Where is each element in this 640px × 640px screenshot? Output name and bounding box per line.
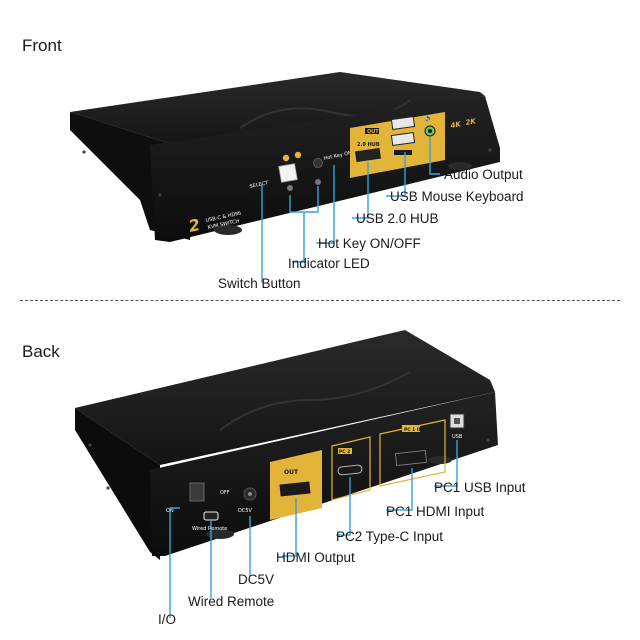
label-pc2-typec: PC2 Type-C Input [336, 529, 444, 544]
speaker-icon: 🔈 [425, 115, 432, 122]
label-switch-button: Switch Button [218, 276, 301, 291]
label-indicator-led: Indicator LED [288, 256, 370, 271]
pc2-led-number [294, 151, 302, 159]
out-tag [365, 128, 379, 134]
leader-pc2-typec [336, 477, 351, 536]
screw-hole [106, 486, 110, 490]
back-device: ON OFF Wired Remote DC5V OUT PC 2 IN PC … [75, 330, 498, 560]
switch-button-shape [278, 163, 298, 183]
screw-hole [158, 193, 162, 197]
back-left-side [75, 408, 160, 560]
leader-hotkey [316, 165, 335, 244]
leader-led [292, 212, 305, 263]
pc2-panel [331, 436, 371, 501]
screw-hole [486, 438, 490, 442]
front-title: Front [22, 36, 62, 55]
leader-io [169, 507, 180, 618]
leader-hub [352, 162, 369, 219]
label-pc1-usb: PC1 USB Input [434, 480, 526, 495]
back-foot [206, 529, 234, 539]
select-print: SELECT [249, 180, 270, 190]
leader-hdmi-out [282, 498, 297, 557]
power-switch-shape [189, 482, 205, 502]
wired-remote-print: Wired Remote [192, 526, 227, 532]
pc1-hdmi-port [395, 450, 427, 466]
back-top-contour [219, 371, 411, 431]
back-foot [428, 456, 452, 464]
pc2-typec-port [337, 464, 363, 476]
front-foot [214, 225, 242, 235]
leader-usb-km [386, 152, 406, 197]
off-print: OFF [220, 490, 230, 496]
section-divider [20, 300, 620, 301]
out-print-back: OUT [284, 469, 299, 476]
indicator-led-shape [287, 185, 293, 191]
pc1-panel [379, 419, 446, 487]
back-face [150, 392, 498, 556]
leader-pc1-hdmi [386, 468, 413, 511]
pc1-print: PC 1 IN [404, 427, 423, 433]
wired-remote-port [203, 511, 219, 521]
pc2-print: PC 2 IN [339, 449, 358, 455]
out-print: OUT [367, 129, 379, 135]
label-dc5v: DC5V [238, 572, 275, 587]
hdmi-output-port [279, 481, 311, 497]
pc1-led-number [282, 154, 290, 162]
keyboard-icon [394, 150, 412, 155]
usb-hub-port [355, 148, 381, 162]
brand-logo-mark: 2 [187, 215, 202, 236]
label-hot-key: Hot Key ON/OFF [318, 236, 421, 251]
label-io: I/O [158, 612, 177, 627]
hub-print: 2.0 HUB [357, 142, 380, 148]
leader-audio [429, 137, 440, 175]
indicator-led-shape [315, 179, 321, 185]
front-foot [448, 162, 472, 170]
leader-pc1-usb [434, 440, 458, 487]
front-device: 2 USB-C & HDMI KVM SWITCH SELECT Hot Key… [70, 72, 500, 242]
res-2k-print: 2K [465, 117, 477, 127]
usb-mouse-port [390, 115, 416, 131]
res-4k-print: 4K [450, 120, 462, 130]
screw-hole [88, 443, 92, 447]
back-top-surface [75, 330, 495, 465]
back-title: Back [22, 342, 60, 361]
back-leader-lines [169, 440, 458, 618]
usb-keyboard-port [390, 131, 416, 147]
dc5v-print: DC5V [238, 508, 253, 514]
label-wired-remote: Wired Remote [188, 594, 275, 609]
hot-key-button-shape [313, 158, 323, 168]
label-usb-mouse-keyboard: USB Mouse Keyboard [390, 189, 524, 204]
label-usb-hub: USB 2.0 HUB [356, 211, 439, 226]
usb-print: USB [452, 434, 463, 440]
front-leader-lines [261, 137, 440, 283]
label-pc1-hdmi: PC1 HDMI Input [386, 504, 485, 519]
label-hdmi-output: HDMI Output [276, 550, 355, 565]
label-audio-output: Audio Output [444, 167, 523, 182]
screw-hole [82, 150, 86, 154]
screw-hole [488, 148, 492, 152]
